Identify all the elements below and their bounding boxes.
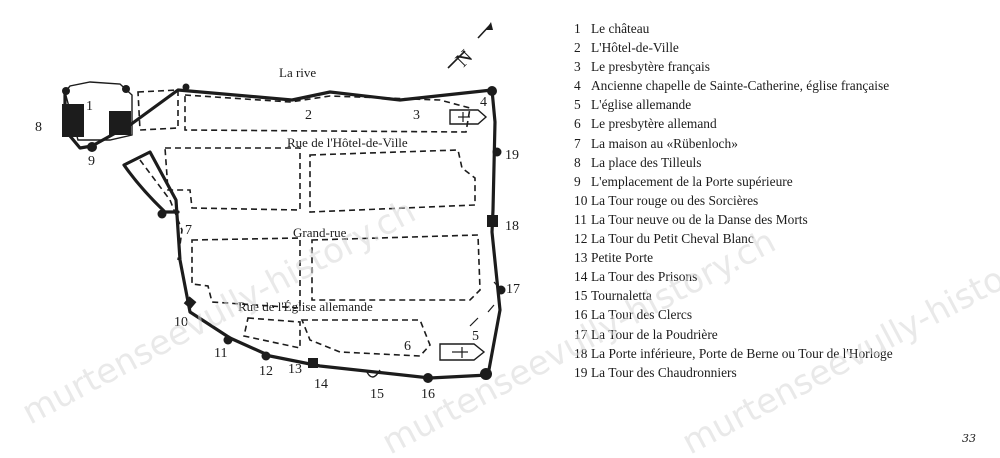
legend-text: Petite Porte (591, 250, 654, 266)
legend-item: 4 Ancienne chapelle de Sainte-Catherine, … (574, 76, 893, 95)
legend-number: 11 (574, 211, 587, 227)
map-number-16: 16 (421, 387, 435, 402)
legend-text: La place des Tilleuls (591, 154, 702, 170)
legend-number: 18 (574, 345, 588, 361)
north-arrow-icon: N (447, 22, 493, 72)
legend-number: 14 (574, 269, 588, 285)
map-number-7: 7 (185, 223, 192, 238)
legend-item: 7 La maison au «Rübenloch» (574, 134, 893, 153)
map-number-19: 19 (505, 148, 519, 163)
map-number-18: 18 (505, 219, 519, 234)
map-number-17: 17 (506, 282, 520, 297)
legend-number: 9 (574, 173, 581, 189)
legend-text: Ancienne chapelle de Sainte-Catherine, é… (591, 78, 890, 94)
label-la-rive: La rive (279, 65, 316, 80)
legend-text: La Tour des Chaudronniers (591, 364, 737, 380)
legend-text: L'emplacement de la Porte supérieure (591, 173, 793, 189)
map-number-14: 14 (314, 377, 328, 392)
legend-text: Le presbytère français (591, 59, 710, 75)
compass-letter: N (451, 46, 477, 72)
legend-number: 6 (574, 116, 581, 132)
church-french-icon (449, 109, 488, 125)
map-number-12: 12 (259, 364, 273, 379)
legend-text: Tournaletta (591, 288, 652, 304)
legend-number: 3 (574, 59, 581, 75)
page-number: 33 (962, 432, 976, 445)
label-rue-eglise-allemande: Rue de l'Église allemande (238, 299, 373, 314)
label-rue-hotel-de-ville: Rue de l'Hôtel-de-Ville (287, 135, 408, 150)
legend-text: La Tour des Prisons (591, 269, 698, 285)
town-plan: N (35, 22, 520, 402)
map-number-2: 2 (305, 108, 312, 123)
map-number-15: 15 (370, 387, 384, 402)
label-grand-rue: Grand-rue (293, 225, 347, 240)
legend-number: 10 (574, 192, 588, 208)
legend-number: 12 (574, 231, 588, 247)
legend-number: 16 (574, 307, 588, 323)
legend-number: 5 (574, 97, 581, 113)
legend-text: L'Hôtel-de-Ville (591, 40, 679, 56)
legend-item: 1 Le château (574, 19, 893, 38)
legend-text: La Tour neuve ou de la Danse des Morts (591, 211, 808, 227)
legend-number: 13 (574, 250, 588, 266)
legend-text: La Porte inférieure, Porte de Berne ou T… (591, 345, 893, 361)
legend-number: 4 (574, 78, 581, 94)
wall-towers (87, 86, 506, 383)
legend-text: La maison au «Rübenloch» (591, 135, 738, 151)
map-number-9: 9 (88, 154, 95, 169)
legend-number: 2 (574, 40, 581, 56)
legend-number: 1 (574, 21, 581, 36)
legend-item: 3 Le presbytère français (574, 57, 893, 76)
legend-number: 15 (574, 288, 588, 304)
legend-number: 19 (574, 364, 588, 380)
legend-number: 17 (574, 326, 588, 342)
map-number-10: 10 (174, 315, 188, 330)
legend-text: Le château (591, 21, 650, 36)
map-number-5: 5 (472, 329, 479, 344)
legend-number: 7 (574, 135, 581, 151)
legend-text: Le presbytère allemand (591, 116, 717, 132)
legend-item: 2 L'Hôtel-de-Ville (574, 38, 893, 57)
map-number-4: 4 (480, 95, 487, 110)
map-number-1: 1 (86, 99, 93, 114)
map-number-13: 13 (288, 362, 302, 377)
legend-item: 6 Le presbytère allemand (574, 114, 893, 133)
legend-list: 1 Le château 2 L'Hôtel-de-Ville 3 Le presbytè… (574, 19, 893, 382)
map-number-11: 11 (214, 346, 227, 361)
church-german-icon (439, 317, 486, 361)
legend-item: 5 L'église allemande (574, 95, 893, 114)
legend-text: La Tour rouge ou des Sorcières (591, 192, 759, 208)
map-number-8: 8 (35, 120, 42, 135)
legend-text: La Tour du Petit Cheval Blanc (591, 231, 754, 247)
legend-item: 8 La place des Tilleuls (574, 153, 893, 172)
legend-item: 9 L'emplacement de la Porte supérieure (574, 172, 893, 191)
legend-text: La Tour de la Poudrière (591, 326, 718, 342)
legend-number: 8 (574, 154, 581, 170)
map-number-3: 3 (413, 108, 420, 123)
legend-text: La Tour des Clercs (591, 307, 693, 323)
map-number-6: 6 (404, 339, 411, 354)
legend-text: L'église allemande (591, 97, 692, 113)
building-blocks (137, 89, 481, 357)
chateau-block (62, 81, 190, 141)
